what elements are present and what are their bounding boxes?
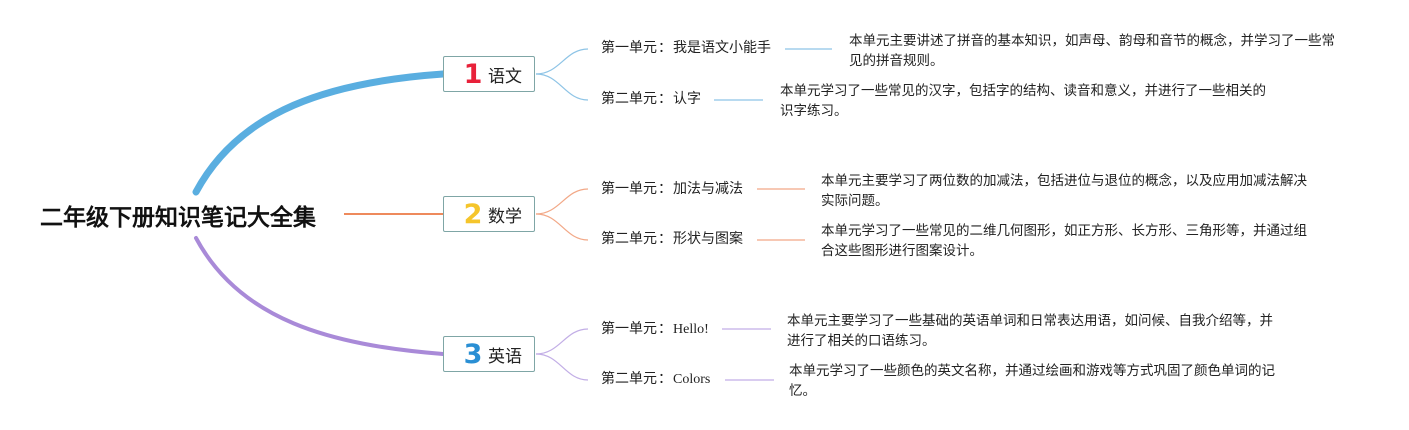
subject-number: 1 [463, 58, 483, 90]
subject-number: 3 [463, 338, 483, 370]
unit-topic: Colors [673, 372, 711, 387]
unit-description-2-2: 本单元学习了一些常见的二维几何图形，如正方形、长方形、三角形等，并通过组合这些图… [821, 223, 1307, 259]
root-title: 二年级下册知识笔记大全集 [40, 205, 316, 231]
unit-topic: 形状与图案 [673, 232, 743, 247]
unit-colon: ： [658, 232, 672, 247]
unit-description-2-1: 本单元主要学习了两位数的加减法，包括进位与退位的概念，以及应用加减法解决实际问题… [821, 173, 1307, 209]
unit-colon: ： [658, 92, 672, 107]
subject-node-english[interactable]: 3 英语 [443, 336, 535, 372]
unit-label-3-2[interactable]: 第二单元：Colors [601, 370, 710, 390]
subject-name: 语文 [488, 66, 522, 87]
branch-connector-3 [194, 236, 445, 356]
unit-label-2-1[interactable]: 第一单元：加法与减法 [601, 180, 743, 200]
unit-topic: Hello! [673, 322, 709, 337]
unit-colon: ： [658, 372, 672, 387]
unit-topic: 认字 [673, 92, 701, 107]
unit-colon: ： [658, 182, 672, 197]
unit-description-1-2: 本单元学习了一些常见的汉字，包括字的结构、读音和意义，并进行了一些相关的识字练习… [780, 83, 1266, 119]
unit-connector-1-2 [535, 73, 589, 101]
subject-node-chinese[interactable]: 1 语文 [443, 56, 535, 92]
unit-topic: 我是语文小能手 [673, 41, 771, 56]
unit-label-2-2[interactable]: 第二单元：形状与图案 [601, 230, 743, 250]
unit-label-3-1[interactable]: 第一单元：Hello! [601, 320, 709, 340]
unit-description-3-1: 本单元主要学习了一些基础的英语单词和日常表达用语，如问候、自我介绍等，并进行了相… [787, 313, 1273, 349]
unit-connector-1-1 [535, 48, 589, 75]
unit-connector-2-1 [535, 188, 589, 215]
subject-number: 2 [463, 198, 483, 230]
unit-title: 第一单元 [601, 322, 657, 337]
unit-description-3-2: 本单元学习了一些颜色的英文名称，并通过绘画和游戏等方式巩固了颜色单词的记忆。 [789, 363, 1275, 399]
unit-topic: 加法与减法 [673, 182, 743, 197]
unit-colon: ： [658, 322, 672, 337]
unit-title: 第一单元 [601, 41, 657, 56]
unit-title: 第二单元 [601, 232, 657, 247]
unit-title: 第一单元 [601, 182, 657, 197]
unit-colon: ： [658, 41, 672, 56]
unit-description-1-1: 本单元主要讲述了拼音的基本知识，如声母、韵母和音节的概念，并学习了一些常见的拼音… [849, 33, 1335, 69]
unit-label-1-2[interactable]: 第二单元：认字 [601, 90, 701, 110]
unit-connector-3-2 [535, 353, 589, 381]
subject-name: 英语 [488, 346, 522, 367]
unit-connector-3-1 [535, 328, 589, 355]
unit-title: 第二单元 [601, 92, 657, 107]
subject-node-math[interactable]: 2 数学 [443, 196, 535, 232]
subject-name: 数学 [488, 206, 522, 227]
unit-label-1-1[interactable]: 第一单元：我是语文小能手 [601, 39, 771, 59]
unit-title: 第二单元 [601, 372, 657, 387]
branch-connector-1 [192, 70, 447, 196]
unit-connector-2-2 [535, 213, 589, 241]
